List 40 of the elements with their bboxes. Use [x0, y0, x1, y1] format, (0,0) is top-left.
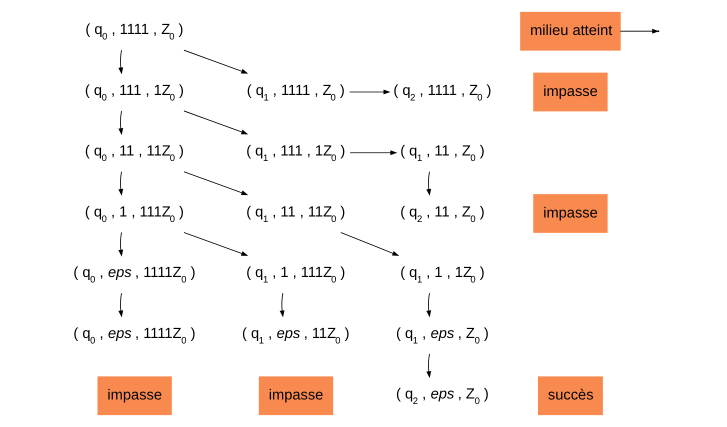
- arrow: [118, 110, 123, 136]
- node-text: ( q$_{2}$ , 11 , Z$_{0}$ ): [400, 204, 484, 224]
- node-text: ( q$_{0}$ , eps , 1111Z$_{0}$ ): [72, 265, 195, 285]
- node-text: ( q$_{1}$ , eps , 11Z$_{0}$ ): [242, 326, 349, 346]
- node-text: ( q$_{1}$ , 11 , Z$_{0}$ ): [400, 144, 484, 164]
- arrow: [118, 50, 123, 74]
- arrow: [349, 150, 397, 156]
- arrow: [348, 90, 390, 94]
- arrow: [118, 232, 123, 257]
- arrow: [183, 232, 248, 256]
- node-text: ( q$_{1}$ , eps , Z$_{0}$ ): [396, 326, 488, 346]
- node-box: succès: [537, 376, 602, 416]
- node-text: ( q$_{0}$ , 1111 , Z$_{0}$ ): [84, 22, 183, 42]
- node-text: ( q$_{2}$ , eps , Z$_{0}$ ): [396, 386, 488, 406]
- arrow: [118, 292, 123, 318]
- node-text: ( q$_{0}$ , 111 , 1Z$_{0}$ ): [84, 82, 184, 102]
- node-text: ( q$_{1}$ , 111 , 1Z$_{0}$ ): [246, 144, 345, 164]
- node-text: ( q$_{1}$ , 1 , 111Z$_{0}$ ): [246, 265, 345, 285]
- node-box: milieu atteint: [520, 12, 620, 51]
- node-box: impasse: [258, 376, 333, 416]
- node-box: impasse: [96, 376, 172, 416]
- arrow: [183, 50, 248, 74]
- node-text: ( q$_{2}$ , 1111 , Z$_{0}$ ): [392, 82, 491, 102]
- node-text: ( q$_{0}$ , 1 , 111Z$_{0}$ ): [84, 204, 184, 224]
- arrow: [426, 292, 431, 318]
- arrow: [183, 110, 248, 134]
- arrow: [279, 292, 284, 318]
- arrow: [340, 232, 399, 256]
- node-text: ( q$_{1}$ , 1111 , Z$_{0}$ ): [246, 82, 344, 102]
- arrow: [426, 354, 431, 378]
- node-box: impasse: [532, 194, 608, 233]
- arrow: [183, 171, 248, 196]
- node-box: impasse: [532, 72, 608, 112]
- node-text: ( q$_{0}$ , eps , 1111Z$_{0}$ ): [72, 326, 195, 346]
- arrow: [118, 171, 123, 196]
- node-text: ( q$_{1}$ , 11 , 11Z$_{0}$ ): [246, 204, 345, 224]
- arrow: [426, 171, 431, 196]
- arrow: [619, 28, 659, 34]
- node-text: ( q$_{1}$ , 1 , 1Z$_{0}$ ): [400, 265, 484, 285]
- node-text: ( q$_{0}$ , 11 , 11Z$_{0}$ ): [84, 144, 184, 164]
